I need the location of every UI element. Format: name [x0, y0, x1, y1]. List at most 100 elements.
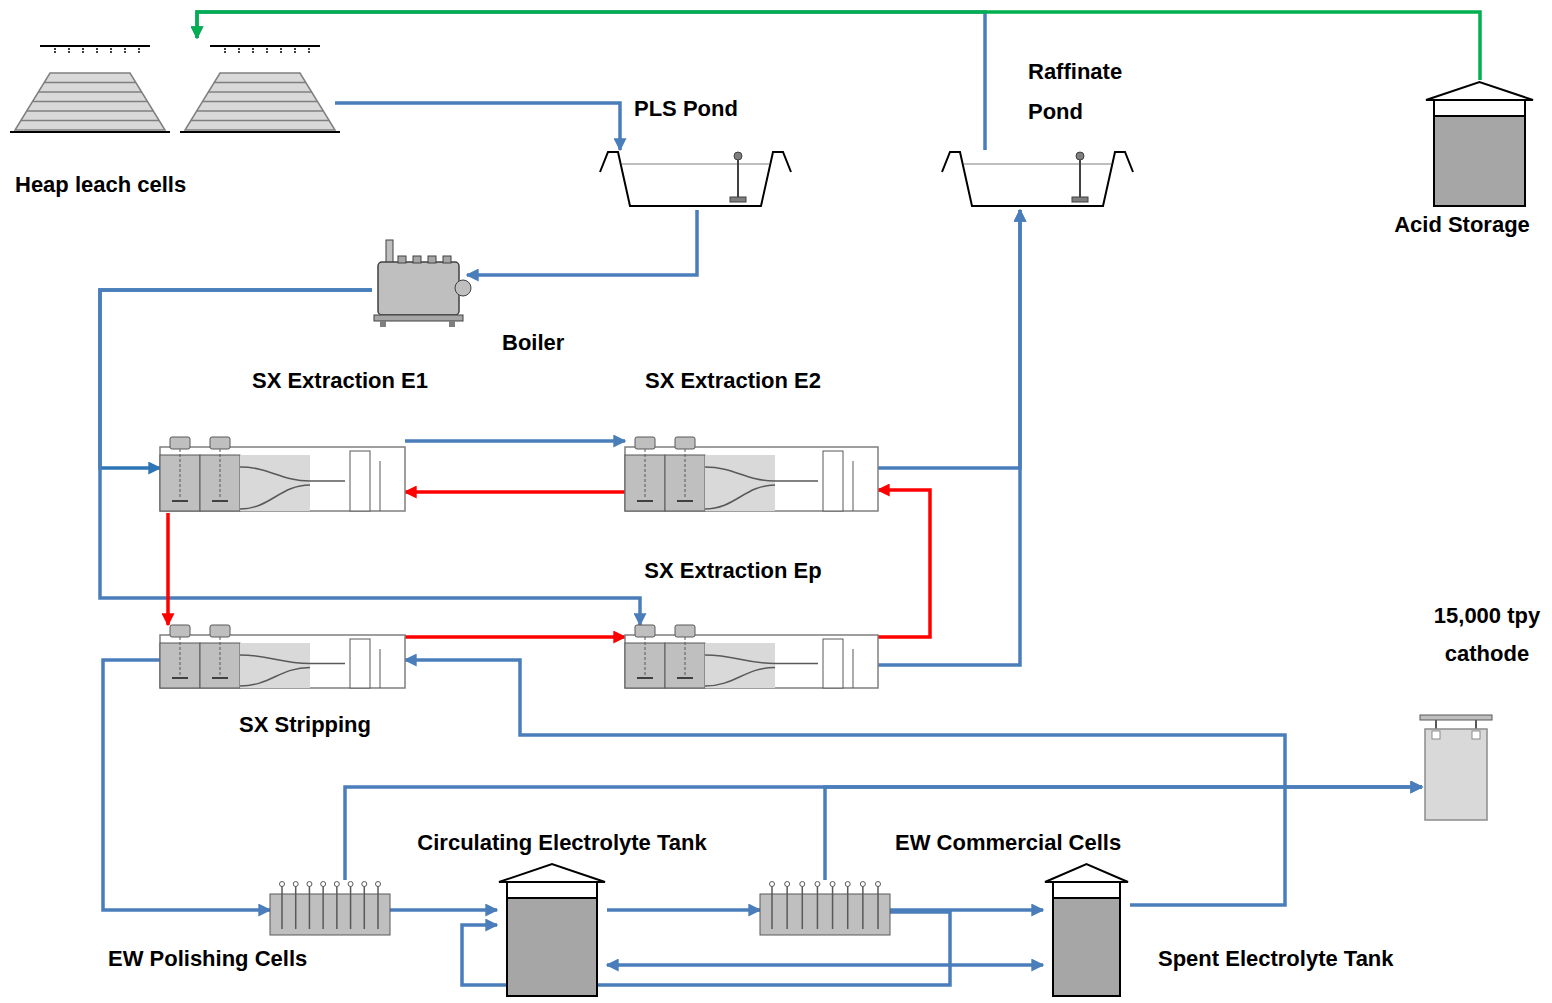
heap-lift	[44, 82, 136, 84]
settler-fence	[240, 467, 345, 481]
mixer-motor	[210, 437, 230, 449]
tank-icon	[497, 862, 607, 998]
sprinkler-head	[110, 48, 112, 53]
tank-roof	[499, 864, 605, 882]
flow-line	[405, 635, 625, 639]
settler-outline	[625, 635, 878, 688]
cell-body	[270, 894, 390, 935]
sprinkler-head	[138, 48, 140, 53]
settler-weir	[350, 451, 370, 511]
mixer-icon	[160, 625, 405, 690]
flow-line	[890, 908, 1043, 912]
mixer-unit: SX Stripping	[160, 625, 405, 690]
heap-lift	[208, 91, 311, 93]
flow-line	[100, 290, 640, 625]
settler-weir	[823, 639, 843, 688]
sprinkler-head	[54, 48, 56, 53]
aerator-shaft	[1079, 158, 1081, 198]
unit-label: SX Extraction E1	[220, 368, 460, 394]
flow-line	[405, 660, 1285, 905]
electrode	[281, 885, 283, 929]
mixer-impeller	[212, 500, 228, 502]
flow-line	[607, 963, 1043, 967]
mixer-impeller	[637, 500, 653, 502]
mixer-tank	[200, 455, 240, 511]
tank-liquid	[507, 898, 597, 996]
flow-line	[197, 12, 1480, 80]
ew-unit: EW Polishing Cells	[270, 880, 390, 935]
unit-label: Acid Storage	[1382, 212, 1542, 238]
mixer-shaft	[220, 449, 221, 499]
mixer-motor	[170, 437, 190, 449]
electrode-head	[293, 882, 298, 887]
tank-unit: Circulating Electrolyte Tank	[497, 862, 607, 998]
unit-label: SX Stripping	[185, 712, 425, 738]
pond-outline	[600, 152, 791, 206]
boiler-fitting	[413, 256, 421, 263]
mixer-impeller	[677, 677, 693, 679]
flow-line	[166, 513, 170, 625]
heap-lift	[21, 120, 159, 122]
electrode	[364, 885, 366, 929]
mixer-shaft	[180, 637, 181, 676]
electrode	[847, 885, 849, 929]
unit-label: EW Polishing Cells	[108, 946, 348, 972]
mixer-impeller	[637, 677, 653, 679]
flow-line	[467, 210, 697, 275]
pond-water	[964, 164, 1111, 165]
tank-unit: Spent Electrolyte Tank	[1043, 862, 1130, 998]
heap-pile	[185, 73, 335, 130]
flow-line	[878, 210, 1020, 468]
settler-outline	[625, 447, 878, 511]
flow-line	[405, 490, 625, 494]
flow-line	[345, 787, 1422, 880]
mixer-icon	[625, 625, 878, 690]
settler-lip	[853, 461, 854, 511]
boiler-foot	[380, 321, 386, 327]
ew-icon	[270, 880, 390, 935]
aerator-motor	[1076, 152, 1084, 160]
mixer-shaft	[645, 637, 646, 676]
electrode-head	[845, 882, 850, 887]
tank-body	[507, 882, 597, 996]
mixer-icon	[625, 437, 878, 513]
heap-lift	[38, 91, 141, 93]
pond-icon	[940, 150, 1135, 210]
mixer-unit: SX Extraction Ep	[625, 625, 878, 690]
settler-fence	[705, 467, 818, 481]
sprinkler-head	[82, 48, 84, 53]
settler-fence	[240, 668, 310, 687]
electrode-head	[321, 882, 326, 887]
tank-liquid	[1434, 116, 1525, 206]
unit-label: SX Extraction E2	[613, 368, 853, 394]
mixer-icon	[160, 437, 405, 513]
cathode-tab	[1472, 731, 1480, 739]
ew-unit: EW Commercial Cells	[760, 880, 890, 935]
boiler-foot	[449, 321, 455, 327]
electrode	[786, 885, 788, 929]
flow-line	[335, 103, 620, 150]
electrode-head	[334, 882, 339, 887]
electrode-head	[307, 882, 312, 887]
ew-icon	[760, 880, 890, 935]
flow-line	[825, 787, 1422, 880]
settler-fence	[705, 668, 775, 687]
heap-lift	[197, 110, 324, 112]
tank-roof	[1045, 864, 1128, 882]
heap-lift	[33, 101, 148, 103]
electrode-head	[280, 882, 285, 887]
electrode-head	[376, 882, 381, 887]
settler-liquid	[240, 455, 310, 511]
electrode-head	[770, 882, 775, 887]
settler-outline	[160, 447, 405, 511]
settler-fence	[705, 655, 818, 664]
unit-label: Raffinate Pond	[1028, 52, 1138, 132]
sprinkler-head	[238, 48, 240, 53]
sprinkler-head	[224, 48, 226, 53]
flow-line	[103, 660, 270, 910]
tank-icon	[1424, 80, 1535, 208]
flow-line	[878, 490, 930, 637]
mixer-shaft	[180, 449, 181, 499]
heap-lift	[191, 120, 329, 122]
